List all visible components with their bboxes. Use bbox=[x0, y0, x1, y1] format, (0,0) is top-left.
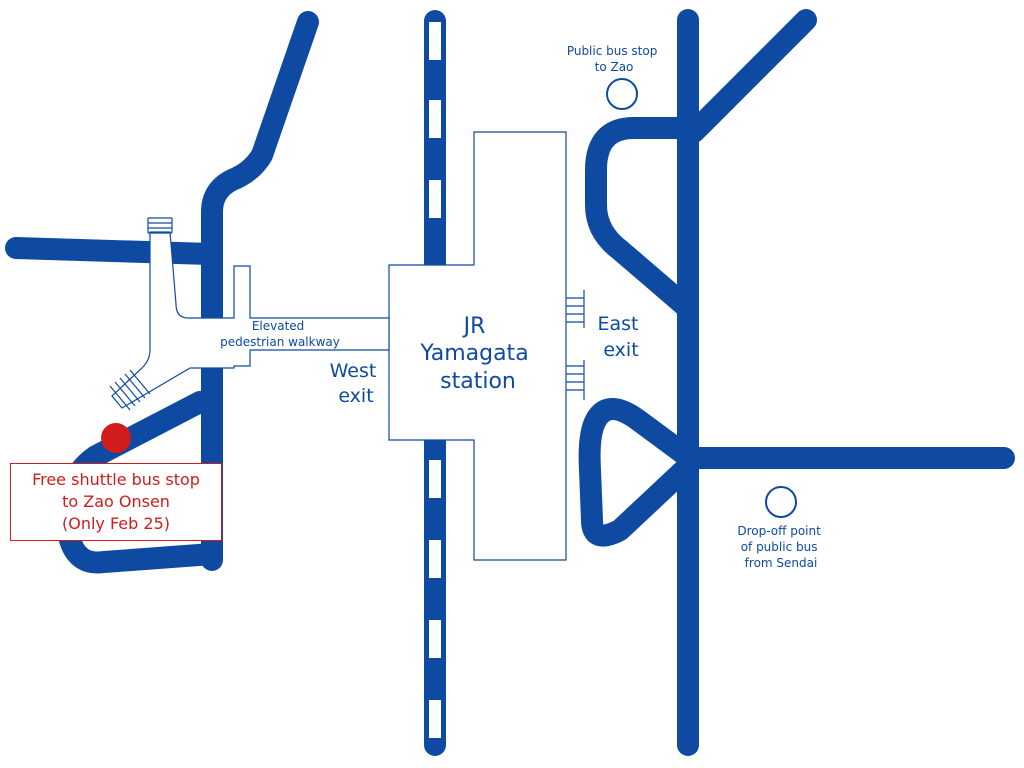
west-exit-label: West exit bbox=[330, 360, 383, 407]
shuttle-label-line: Free shuttle bus stop bbox=[32, 470, 200, 489]
elevated-walkway bbox=[109, 217, 390, 411]
station-building bbox=[388, 131, 567, 561]
shuttle-bus-stop-label: Free shuttle bus stop to Zao Onsen (Only… bbox=[10, 463, 222, 541]
road-east-upper-loop bbox=[585, 117, 695, 316]
walkway-stairs-southwest bbox=[109, 369, 151, 411]
station-name-line: Yamagata bbox=[419, 341, 528, 366]
public-bus-stop-icon bbox=[606, 78, 638, 110]
station-name-line: station bbox=[440, 369, 516, 394]
drop-off-point-label: Drop-off point of public bus from Sendai bbox=[737, 524, 824, 570]
east-exit-stairs bbox=[566, 290, 585, 400]
walkway-label: Elevated pedestrian walkway bbox=[220, 319, 340, 349]
road-northwest bbox=[201, 11, 319, 329]
drop-off-point-icon bbox=[765, 486, 797, 518]
walkway-stairs-north bbox=[147, 217, 173, 234]
shuttle-label-line: to Zao Onsen bbox=[62, 492, 170, 511]
road-northeast-diagonal bbox=[683, 9, 817, 143]
shuttle-bus-stop-icon bbox=[101, 423, 131, 453]
public-bus-stop-label: Public bus stop to Zao bbox=[567, 44, 661, 74]
shuttle-label-line: (Only Feb 25) bbox=[62, 514, 170, 533]
east-exit-label: East exit bbox=[597, 313, 644, 361]
station-name-line: JR bbox=[462, 314, 486, 339]
road-west-horizontal bbox=[5, 237, 221, 265]
road-east-lower-loop bbox=[578, 398, 695, 547]
east-roads bbox=[578, 9, 1015, 756]
station-name: JR Yamagata station bbox=[419, 314, 535, 394]
